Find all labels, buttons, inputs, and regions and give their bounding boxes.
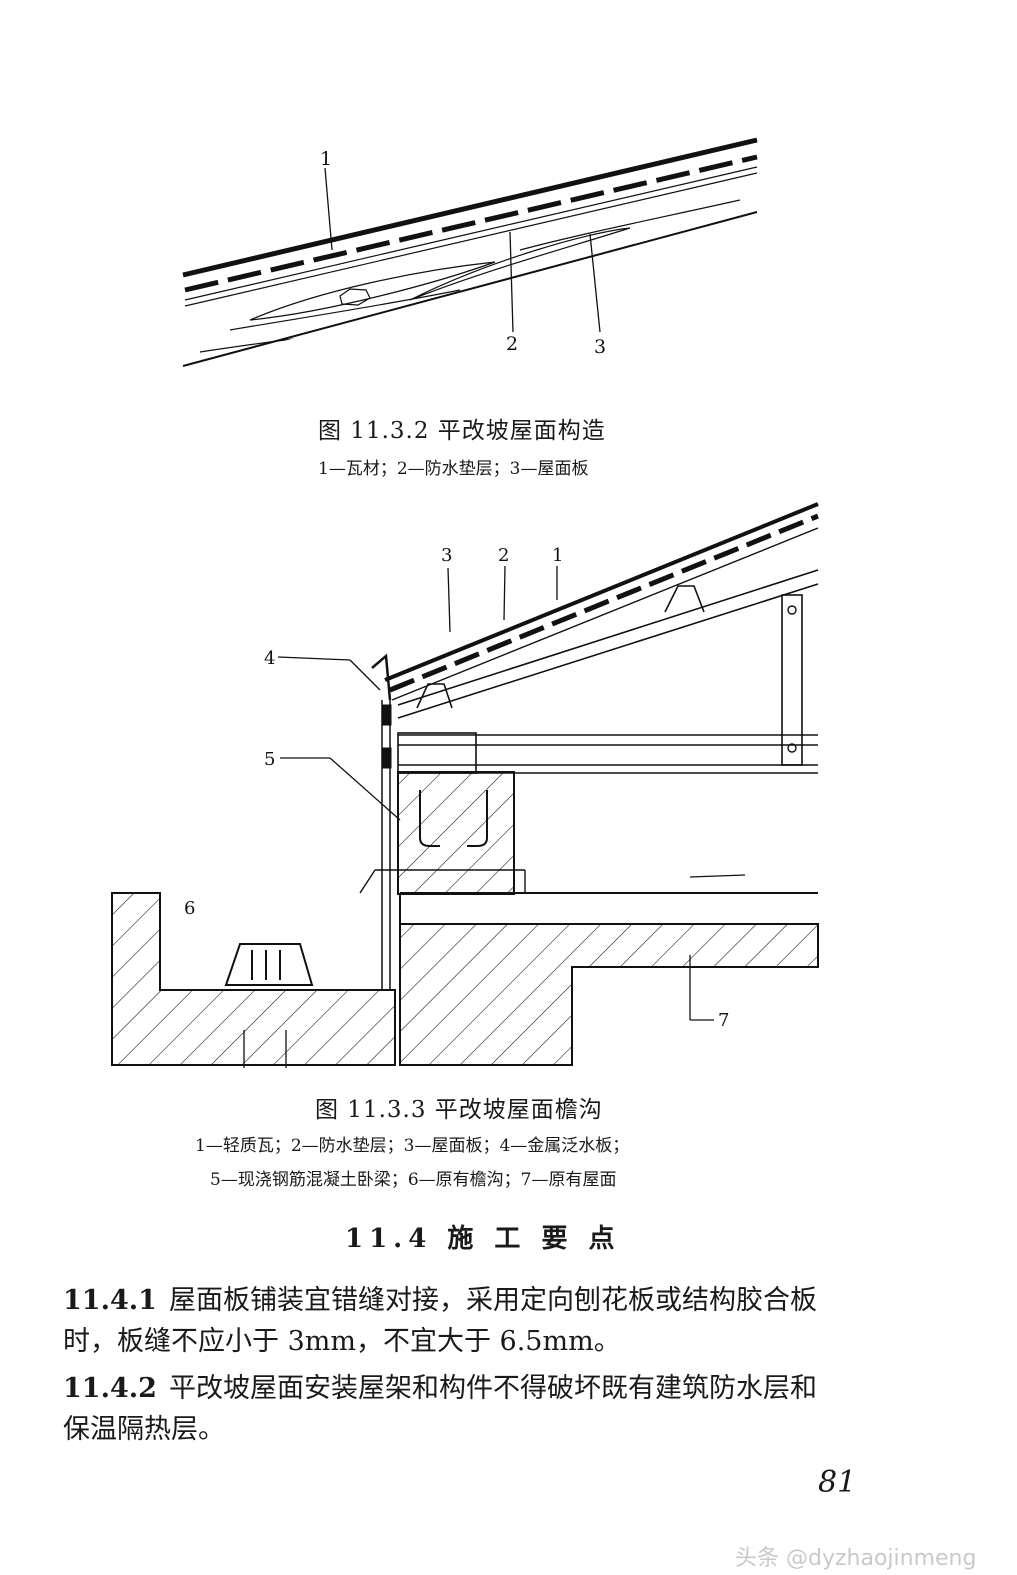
roof-board-bottom-line xyxy=(182,211,758,367)
callout-5: 5 xyxy=(264,749,275,770)
section-heading: 11.4 施 工 要 点 xyxy=(345,1224,621,1254)
callout-6: 6 xyxy=(184,898,195,919)
callout-3: 3 xyxy=(594,336,606,358)
clause-text-line-2: 保温隔热层。 xyxy=(63,1414,225,1445)
callout-3: 3 xyxy=(441,545,452,566)
clause-number: 11.4.2 xyxy=(63,1373,157,1404)
figure-legend-line-1: 1—轻质瓦；2—防水垫层；3—屋面板；4—金属泛水板； xyxy=(195,1136,630,1156)
tile-line xyxy=(384,502,819,682)
original-gutter-concrete xyxy=(111,892,396,1066)
clause-number: 11.4.1 xyxy=(63,1285,157,1316)
watermark: 头条 @dyzhaojinmeng xyxy=(735,1546,977,1571)
clause-11-4-1: 11.4.1 屋面板铺装宜错缝对接，采用定向刨花板或结构胶合板 xyxy=(63,1279,817,1323)
figure-caption: 图 11.3.3 平改坡屋面檐沟 xyxy=(315,1097,603,1123)
clause-text-line-1: 屋面板铺装宜错缝对接，采用定向刨花板或结构胶合板 xyxy=(168,1285,817,1316)
eaves-gutter-drawing: 1 2 3 4 5 6 7 xyxy=(111,502,819,1068)
figure-caption: 图 11.3.2 平改坡屋面构造 xyxy=(318,418,606,444)
callout-2: 2 xyxy=(498,545,509,566)
underlayment-dashed-line xyxy=(184,154,758,293)
page-number: 81 xyxy=(818,1465,857,1500)
ring-beam xyxy=(397,771,515,895)
figure-legend-line-2: 5—现浇钢筋混凝土卧梁；6—原有檐沟；7—原有屋面 xyxy=(210,1170,617,1190)
callout-7: 7 xyxy=(718,1010,729,1031)
roof-section-drawing: 1 2 3 xyxy=(182,137,758,367)
figure-legend: 1—瓦材；2—防水垫层；3—屋面板 xyxy=(318,459,589,479)
clause-text-line-2: 时，板缝不应小于 3mm，不宜大于 6.5mm。 xyxy=(63,1326,621,1357)
callout-2: 2 xyxy=(506,333,518,355)
tile-layer-line xyxy=(182,137,758,278)
original-roof-slab-concrete xyxy=(399,923,819,1066)
clause-11-4-2: 11.4.2 平改坡屋面安装屋架和构件不得破坏既有建筑防水层和 xyxy=(63,1367,817,1411)
clause-text-line-1: 平改坡屋面安装屋架和构件不得破坏既有建筑防水层和 xyxy=(168,1373,817,1404)
callout-4: 4 xyxy=(264,648,275,669)
callout-1: 1 xyxy=(552,545,563,566)
callout-1: 1 xyxy=(320,148,332,170)
